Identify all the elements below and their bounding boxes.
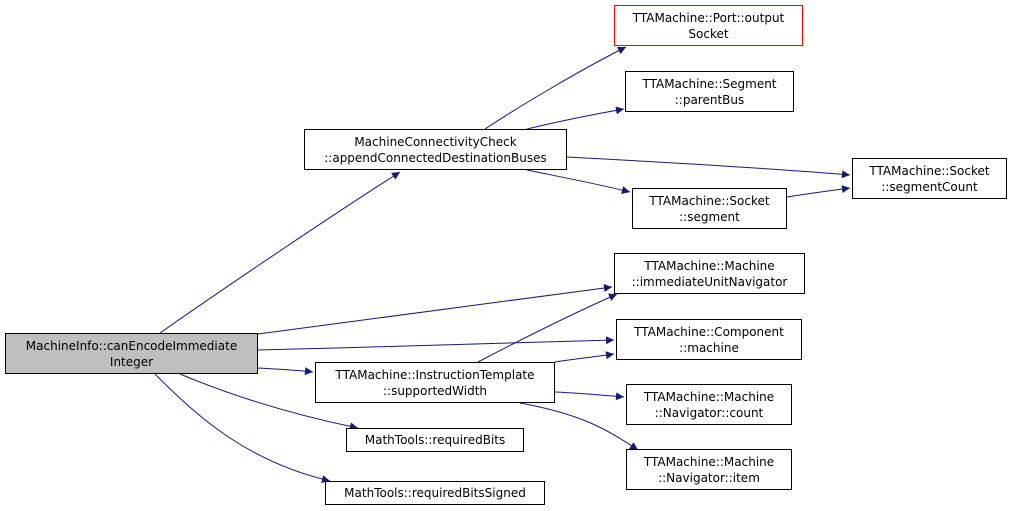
node-label-line: ::machine [679, 340, 739, 355]
node-reqbits[interactable]: MathTools::requiredBits [346, 428, 524, 452]
edge-root-to-itw [257, 367, 314, 376]
node-label-line: TTAMachine::Socket [869, 163, 990, 178]
node-itw[interactable]: TTAMachine::InstructionTemplate ::suppor… [315, 362, 555, 403]
node-label-line: MathTools::requiredBits [364, 433, 506, 447]
node-label-line: ::supportedWidth [382, 383, 488, 398]
node-label-line: TTAMachine::Machine [643, 454, 775, 469]
node-root[interactable]: MachineInfo::canEncodeImmediate Integer [5, 333, 258, 374]
node-label-line: MathTools::requiredBitsSigned [344, 486, 526, 500]
edge-itw-to-immnav [477, 293, 618, 363]
node-label-line: ::segmentCount [881, 179, 978, 194]
node-segpar[interactable]: TTAMachine::Segment ::parentBus [625, 71, 794, 112]
edge-root-to-comp [257, 336, 615, 351]
node-label-line: ::appendConnectedDestinationBuses [324, 150, 547, 165]
edge-itw-to-comp [554, 351, 615, 363]
node-label-line: Integer [109, 354, 154, 369]
edge-itw-to-navcount [554, 391, 625, 401]
node-sockseg[interactable]: TTAMachine::Socket ::segment [632, 188, 787, 229]
edge-root-to-immnav [257, 284, 613, 335]
node-immnav[interactable]: TTAMachine::Machine ::immediateUnitNavig… [614, 253, 805, 294]
node-comp[interactable]: TTAMachine::Component ::machine [616, 319, 802, 360]
node-label-line: MachineInfo::canEncodeImmediate [25, 338, 238, 353]
node-label-line: ::immediateUnitNavigator [631, 274, 788, 289]
edge-mcc-to-sockcount [566, 156, 851, 179]
edge-mcc-to-sockseg [526, 169, 631, 194]
node-navcount[interactable]: TTAMachine::Machine ::Navigator::count [626, 384, 792, 425]
edge-itw-to-navitem [519, 402, 639, 451]
edge-layer [154, 46, 851, 484]
node-reqbitss[interactable]: MathTools::requiredBitsSigned [325, 481, 545, 505]
node-label-line: ::Navigator::count [654, 405, 764, 420]
node-navitem[interactable]: TTAMachine::Machine ::Navigator::item [626, 449, 792, 490]
node-label-line: TTAMachine::Port::output [632, 10, 785, 25]
edge-root-to-reqbitss [154, 373, 331, 484]
node-port[interactable]: TTAMachine::Port::output Socket [614, 5, 803, 46]
node-mcc[interactable]: MachineConnectivityCheck ::appendConnect… [304, 129, 567, 170]
node-label-line: MachineConnectivityCheck [354, 134, 517, 149]
node-label-line: TTAMachine::Segment [642, 76, 777, 91]
node-label-line: TTAMachine::InstructionTemplate [335, 367, 535, 382]
node-sockcount[interactable]: TTAMachine::Socket ::segmentCount [852, 158, 1007, 199]
edge-mcc-to-segpar [526, 106, 625, 130]
edge-mcc-to-port [484, 46, 627, 130]
node-label-line: TTAMachine::Machine [643, 389, 775, 404]
node-label-line: TTAMachine::Machine [644, 258, 775, 273]
node-label-line: ::segment [679, 209, 740, 224]
node-label-line: TTAMachine::Socket [649, 193, 770, 208]
edge-root-to-mcc [159, 171, 401, 334]
node-label-line: ::parentBus [674, 92, 745, 107]
node-label-line: ::Navigator::item [658, 470, 760, 485]
edge-root-to-reqbits [179, 373, 359, 431]
edge-sockseg-to-sockcount [786, 185, 851, 198]
node-label-line: Socket [688, 26, 729, 41]
node-label-line: TTAMachine::Component [634, 324, 784, 339]
